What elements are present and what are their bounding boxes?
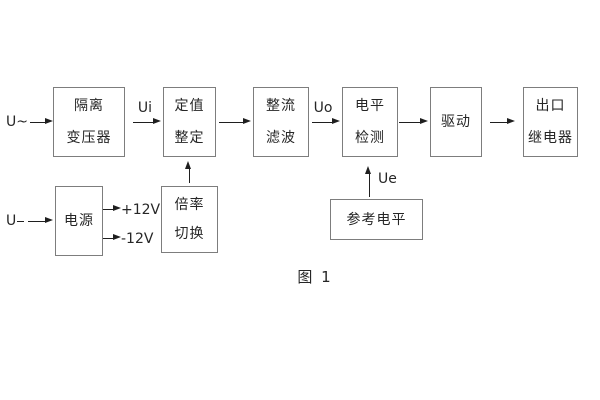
block-reference-level: 参考电平 <box>330 199 423 240</box>
rail-plus12v-label: +12V <box>121 202 161 218</box>
block-isolation-transformer: 隔离 变压器 <box>53 87 125 157</box>
arrow-setpoint-to-rectifier <box>219 118 251 125</box>
block-label: 电源 <box>64 213 94 229</box>
block-label: 切换 <box>174 226 205 242</box>
arrow-ui <box>133 118 161 125</box>
block-label: 检测 <box>355 130 385 146</box>
input-ac-label: U~ <box>6 114 28 130</box>
arrow-uo <box>312 118 340 125</box>
block-label: 整定 <box>174 130 205 146</box>
signal-ui-label: Ui <box>137 100 153 116</box>
block-output-relay: 出口 继电器 <box>523 87 578 157</box>
block-level-detector: 电平 检测 <box>342 87 398 157</box>
arrow-dc-input <box>28 217 53 224</box>
rail-minus12v-label: -12V <box>121 231 154 247</box>
block-label: 倍率 <box>174 197 205 213</box>
block-label: 整流 <box>266 98 296 114</box>
block-power-supply: 电源 <box>55 186 103 256</box>
block-label: 参考电平 <box>346 211 407 228</box>
signal-uo-label: Uo <box>313 100 333 116</box>
block-label: 定值 <box>174 98 205 114</box>
arrow-ratio-to-setpoint <box>185 161 192 183</box>
arrow-ue-to-detector <box>365 166 372 197</box>
block-ratio-switch: 倍率 切换 <box>161 186 218 253</box>
dc-minus-dash <box>17 221 24 222</box>
block-rectifier-filter: 整流 滤波 <box>253 87 309 157</box>
block-label: 电平 <box>355 98 385 114</box>
block-label: 出口 <box>535 98 566 114</box>
arrow-driver-to-relay <box>490 118 515 125</box>
block-setpoint-adjust: 定值 整定 <box>163 87 216 157</box>
block-label: 滤波 <box>266 130 296 146</box>
block-driver: 驱动 <box>430 87 482 157</box>
arrow-ac-input <box>30 118 53 125</box>
arrow-plus12v <box>103 205 121 212</box>
block-label: 继电器 <box>528 130 573 146</box>
block-label: 变压器 <box>66 130 112 146</box>
block-label: 驱动 <box>441 114 471 130</box>
figure-caption: 图 1 <box>297 268 333 286</box>
input-dc-label: U <box>6 213 17 229</box>
arrow-minus12v <box>103 234 121 241</box>
signal-ue-label: Ue <box>378 171 397 187</box>
block-label: 隔离 <box>74 98 104 114</box>
arrow-detector-to-driver <box>399 118 428 125</box>
